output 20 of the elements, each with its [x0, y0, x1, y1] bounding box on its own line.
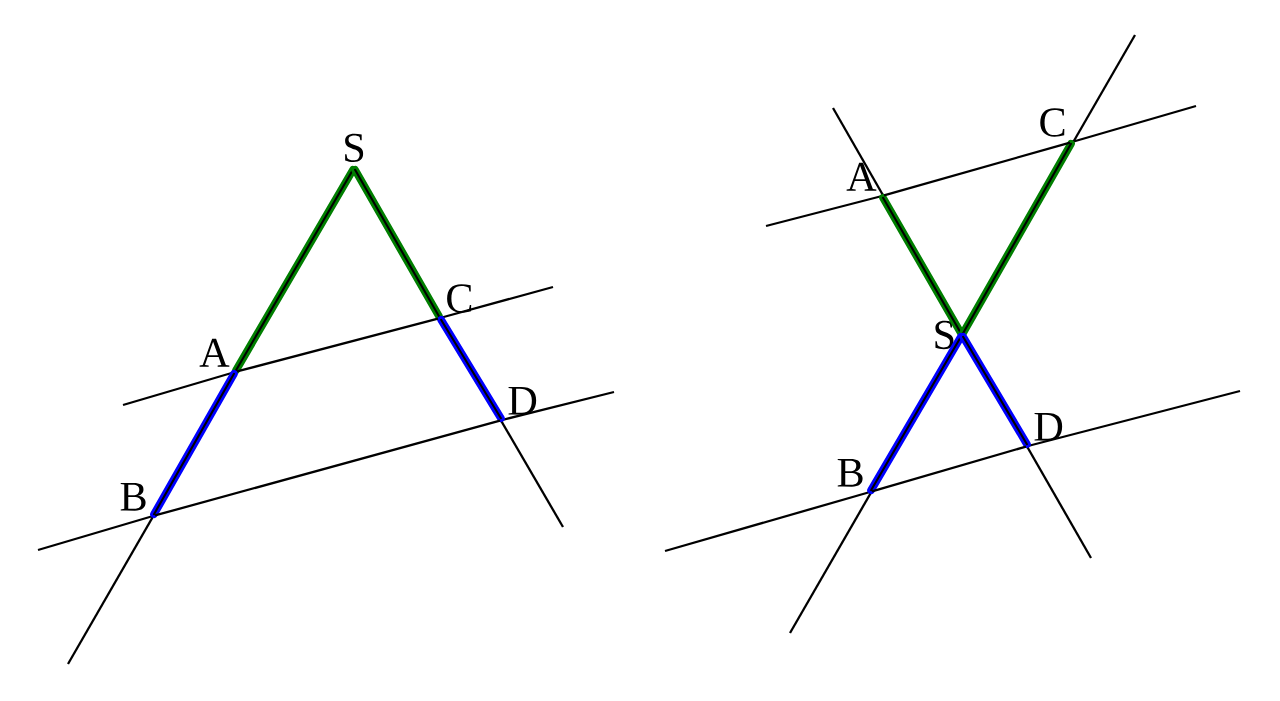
segment	[959, 139, 1075, 338]
segment	[959, 332, 1031, 449]
segment	[351, 165, 443, 321]
point-label: D	[500, 386, 537, 422]
point-label: A	[199, 338, 237, 374]
segment	[232, 165, 357, 375]
segment	[871, 445, 1027, 493]
point-label: S	[345, 133, 364, 170]
segment	[437, 315, 505, 423]
segment	[867, 332, 965, 495]
point-label: B	[120, 482, 155, 518]
point-label: D	[1026, 412, 1063, 448]
segment	[879, 193, 965, 338]
point-label: B	[837, 458, 872, 494]
segment	[150, 369, 238, 519]
point-label: S	[935, 320, 964, 350]
segment	[883, 141, 1071, 197]
segment	[236, 317, 439, 373]
segment	[154, 419, 501, 517]
point-label: C	[1040, 108, 1074, 144]
